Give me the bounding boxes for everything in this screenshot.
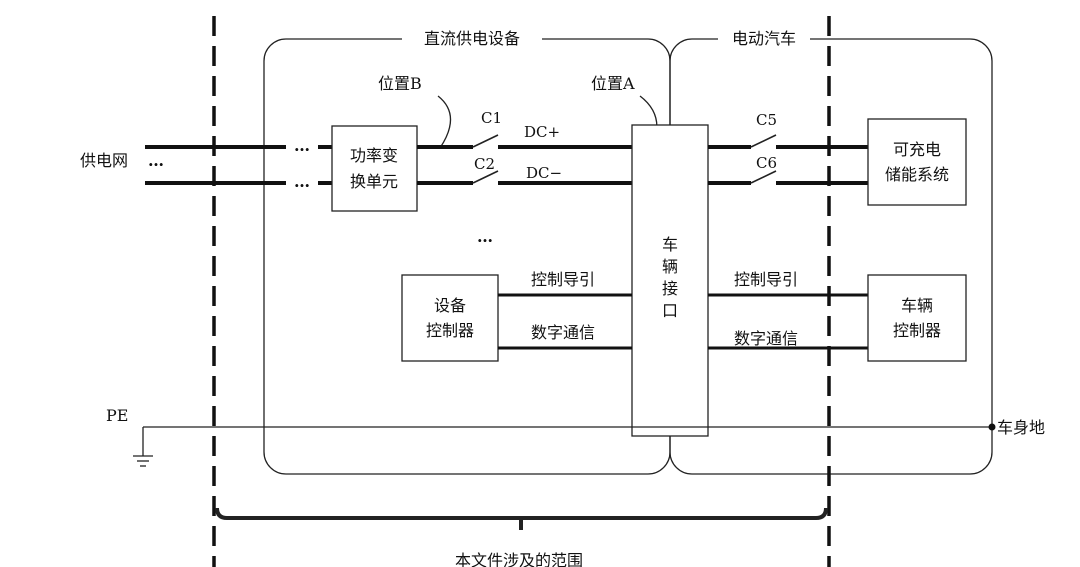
device-controller-label-2: 控制器 <box>426 321 474 340</box>
vehicle-interface-char-1: 车 <box>662 235 678 254</box>
storage-label-2: 储能系统 <box>885 165 949 184</box>
dots-in-top: … <box>294 136 310 155</box>
ev-group-box <box>669 38 993 475</box>
switch-c6 <box>750 170 777 184</box>
dc-minus-label: DC− <box>526 164 562 182</box>
vehicle-controller-label-2: 控制器 <box>893 321 941 340</box>
switch-c1-label: C1 <box>481 109 502 127</box>
position-b-pointer <box>437 95 452 149</box>
energy-storage-system <box>867 118 967 206</box>
position-b-label: 位置B <box>378 74 422 93</box>
switch-c5 <box>750 134 777 148</box>
switch-c6-label: C6 <box>756 154 777 172</box>
switch-c2 <box>472 170 499 184</box>
scope-label: 本文件涉及的范围 <box>455 551 583 567</box>
dc-plus-label: DC+ <box>524 123 560 141</box>
switch-c1 <box>472 134 499 148</box>
chassis-ground-node <box>988 423 996 431</box>
power-unit-label-2: 换单元 <box>350 172 398 191</box>
device-controller-label-1: 设备 <box>434 296 466 315</box>
grid-label: 供电网 <box>80 151 128 170</box>
dc-supply-group-box <box>263 38 671 475</box>
dots-in-bottom: … <box>294 172 310 191</box>
vehicle-controller-label-1: 车辆 <box>901 296 933 315</box>
group-title-dc-supply: 直流供电设备 <box>424 29 520 48</box>
dots-middle: … <box>477 227 493 246</box>
position-a-label: 位置A <box>591 74 635 93</box>
switch-c5-label: C5 <box>756 111 777 129</box>
device-controller <box>401 274 499 362</box>
control-pilot-label-left: 控制导引 <box>531 270 595 289</box>
scope-bracket <box>215 507 828 520</box>
power-unit-label-1: 功率变 <box>350 146 398 165</box>
vehicle-interface-char-3: 接 <box>662 279 678 298</box>
grid-dots: … <box>148 151 164 170</box>
power-conversion-unit <box>331 125 418 212</box>
group-title-ev: 电动汽车 <box>732 29 796 48</box>
digital-comm-label-right: 数字通信 <box>734 329 798 348</box>
pe-label: PE <box>106 406 128 425</box>
vehicle-interface-char-2: 辆 <box>662 257 678 276</box>
storage-label-1: 可充电 <box>893 140 941 159</box>
chassis-ground-label: 车身地 <box>997 418 1045 437</box>
ground-icon <box>133 455 153 467</box>
digital-comm-label-left: 数字通信 <box>531 323 595 342</box>
vehicle-interface <box>631 124 709 437</box>
switch-c2-label: C2 <box>474 155 495 173</box>
vehicle-controller <box>867 274 967 362</box>
control-pilot-label-right: 控制导引 <box>734 270 798 289</box>
vehicle-interface-char-4: 口 <box>662 301 678 320</box>
